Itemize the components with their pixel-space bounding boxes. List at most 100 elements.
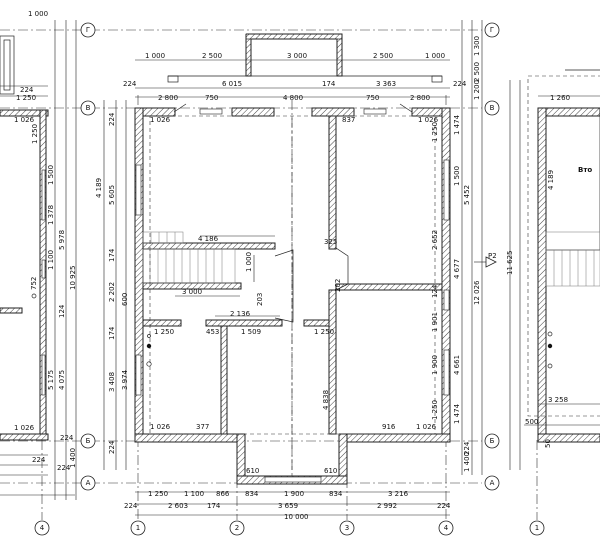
- stair: [142, 231, 236, 284]
- dim-label-main_right: 224: [463, 441, 471, 455]
- dim-label-left_far: 224: [20, 86, 34, 94]
- dim-label-left_far: 1 000: [28, 10, 48, 18]
- dim-label-top_inner: 1 026: [150, 116, 171, 124]
- dim-label-top_row1: 2 500: [202, 52, 222, 60]
- dim-label-main_left: 2 202: [108, 282, 116, 302]
- dim-label-interior: 610: [246, 467, 259, 475]
- dim-label-main_right: 4 661: [453, 355, 461, 375]
- dim-label-main_right: 1 901: [431, 312, 439, 332]
- dim-label-bottom_row1: 834: [329, 490, 343, 498]
- dim-label-main_right: 12 026: [473, 280, 481, 305]
- axis-bubble-col-2: 2: [229, 520, 245, 536]
- dim-label-interior: 1 250: [314, 328, 334, 336]
- dim-label-top_row3: 750: [366, 94, 379, 102]
- dim-label-main_left: 174: [108, 326, 116, 340]
- dim-label-left_far: 1 400: [69, 448, 77, 468]
- dim-label-interior: 377: [196, 423, 209, 431]
- dim-label-right_panel: 50: [544, 439, 552, 448]
- dim-label-left_far: 1 100: [47, 250, 55, 270]
- dim-label-top_row2: 224: [453, 80, 467, 88]
- dim-label-left_far: 1 500: [47, 165, 55, 185]
- axis-label: 1: [535, 524, 539, 532]
- dim-label-left_far: 1 378: [47, 205, 55, 225]
- dim-label-interior: 4 838: [322, 390, 330, 410]
- axis-bubble-row-v: В: [484, 100, 500, 116]
- dim-label-main_right: 5 452: [463, 185, 471, 205]
- axis-label: В: [490, 104, 495, 112]
- dim-label-top_row2: 6 015: [222, 80, 242, 88]
- dim-label-left_far: 752: [30, 277, 38, 290]
- dim-label-top_row1: 2 500: [373, 52, 393, 60]
- dim-label-left_far: 10 925: [69, 266, 77, 291]
- dim-label-right_panel: 3 258: [548, 396, 568, 404]
- dim-label-bottom_row2: 3 659: [278, 502, 298, 510]
- dim-label-interior: 4 186: [198, 235, 219, 243]
- dim-label-interior: 202: [334, 279, 342, 292]
- axis-label: Б: [490, 437, 495, 445]
- dim-label-main_right: 1 474: [453, 403, 461, 424]
- dim-label-main_left: 174: [108, 248, 116, 262]
- dim-label-interior: 1 250: [154, 328, 174, 336]
- axis-label: 2: [235, 524, 239, 532]
- axis-bubble-col-4: 4: [438, 520, 454, 536]
- dim-label-bottom_row1: 834: [245, 490, 259, 498]
- dim-label-top_row3: 750: [205, 94, 218, 102]
- dim-label-main_left: 3 974: [121, 369, 129, 390]
- dim-label-top_row1: 1 000: [145, 52, 165, 60]
- axis-bubble-row-v: В: [80, 100, 96, 116]
- section-mark-label: Р2: [488, 252, 497, 260]
- dim-label-bottom_row1: 866: [216, 490, 230, 498]
- dim-label-interior: 1 000: [245, 252, 253, 272]
- dim-label-top_inner: 837: [342, 116, 355, 124]
- dim-label-main_left: 224: [108, 112, 116, 126]
- dim-label-left_far: 5 175: [47, 370, 55, 390]
- dim-label-left_far: 5 978: [58, 230, 66, 250]
- dim-label-top_row2: 174: [322, 80, 336, 88]
- dim-label-interior: 2 136: [230, 310, 251, 318]
- main-plan: [103, 20, 497, 516]
- dim-label-bottom_row1: 1 250: [148, 490, 168, 498]
- dim-label-top_row3: 4 800: [283, 94, 303, 102]
- dim-label-interior: 1 026: [150, 423, 171, 431]
- axis-bubble-row-b: Б: [484, 433, 500, 449]
- axis-bubbles: Г Г В В Б Б А А 1 2 3 4 4 1: [34, 22, 545, 536]
- dim-label-main_right: 2 500: [473, 62, 481, 82]
- dim-label-bottom_row1: 1 900: [284, 490, 304, 498]
- dim-label-left_far: 1 250: [16, 94, 36, 102]
- dim-label-interior: 1 026: [416, 423, 437, 431]
- axis-label: Г: [86, 26, 90, 34]
- dim-label-left_far: 124: [58, 304, 66, 318]
- axis-label: 3: [345, 524, 349, 532]
- dim-label-right_panel: 4 189: [547, 170, 555, 190]
- axis-bubble-col-4-left: 4: [34, 520, 50, 536]
- axis-bubble-col-1-right: 1: [529, 520, 545, 536]
- dim-label-top_row1: 1 000: [425, 52, 445, 60]
- axis-label: 1: [136, 524, 140, 532]
- axis-bubble-row-g: Г: [484, 22, 500, 38]
- axis-label: А: [490, 479, 495, 487]
- dim-label-right_panel: 1 260: [550, 94, 570, 102]
- dim-label-top_row1: 3 000: [287, 52, 307, 60]
- dim-label-left_far: 4 075: [58, 370, 66, 390]
- axis-label: 4: [40, 524, 45, 532]
- dim-label-interior: 916: [382, 423, 396, 431]
- axis-bubble-col-1: 1: [130, 520, 146, 536]
- axis-label: А: [86, 479, 91, 487]
- dim-label-main_left: 600: [121, 293, 129, 306]
- dim-label-right_panel: 500: [525, 418, 538, 426]
- dim-label-interior: 1 509: [241, 328, 261, 336]
- left-partial-plan: [0, 20, 77, 500]
- axis-bubble-row-b: Б: [80, 433, 96, 449]
- dim-label-main_right: 1 250: [431, 122, 439, 142]
- dim-label-bottom_row2: 224: [437, 502, 451, 510]
- dim-label-top_row3: 2 800: [158, 94, 178, 102]
- dim-label-bottom_row2: 224: [124, 502, 138, 510]
- dim-label-interior: 453: [206, 328, 219, 336]
- dim-label-main_left: 3 408: [108, 372, 116, 392]
- dim-label-main_right: 1 200: [473, 80, 481, 100]
- dim-label-top_row3: 2 800: [410, 94, 430, 102]
- dim-label-left_far: 1 026: [14, 116, 35, 124]
- dim-label-main_right: 1 500: [453, 166, 461, 186]
- dim-label-main_right: 2 652: [431, 230, 439, 250]
